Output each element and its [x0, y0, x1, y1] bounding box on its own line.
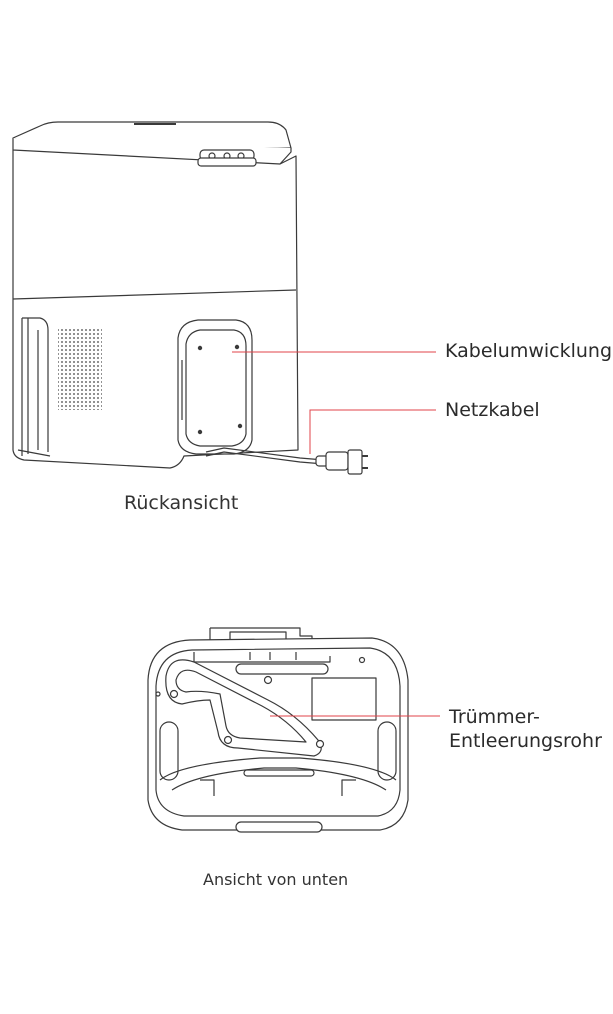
back-view-caption: Rückansicht [124, 492, 239, 514]
debris-tube-label: Trümmer- Entleerungsrohr [449, 705, 602, 753]
bottom-view-caption: Ansicht von unten [203, 870, 349, 889]
power-cord-leader [309, 409, 436, 454]
cable-wrap-label: Kabelumwicklung [445, 340, 613, 362]
back-view-drawing [12, 121, 368, 475]
power-cord-label: Netzkabel [445, 399, 540, 421]
bottom-view-drawing [147, 627, 409, 833]
debris-tube-label-line1: Trümmer- [449, 706, 540, 728]
debris-tube-label-line2: Entleerungsrohr [449, 730, 602, 752]
back-view-callout-lines [232, 351, 436, 454]
